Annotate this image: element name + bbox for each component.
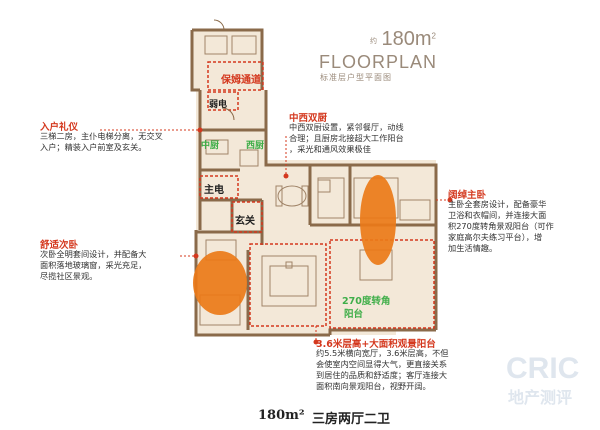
orange-highlights xyxy=(193,175,396,315)
area-prefix: 约 xyxy=(370,37,377,45)
watermark-sub: 地产测评 xyxy=(508,388,573,407)
footer-area: 180m² xyxy=(258,408,305,423)
room-maid-passage: 保姆通道 xyxy=(221,75,261,86)
footer-layout: 三房两厅二卫 xyxy=(312,412,391,427)
area-header: 约 180m2 xyxy=(370,28,436,51)
note-line: 到居住的品质和舒适度；客厅连接大 xyxy=(316,370,448,380)
room-main-elec: 主电 xyxy=(204,185,224,196)
note-body-living-room: 约5.5米横向宽厅，3.6米层高，不但 会使室内空间显得大气，更直接关系 到居住… xyxy=(316,348,506,392)
area-superscript: 2 xyxy=(431,31,436,41)
room-foyer: 玄关 xyxy=(235,216,255,227)
floorplan-subtitle: 标准层户型平面图 xyxy=(320,73,392,82)
note-line: 约5.5米横向宽厅，3.6米层高，不但 xyxy=(316,348,449,358)
note-line: 卫浴和衣帽间，并连接大面 xyxy=(448,210,547,220)
highlight-zones xyxy=(199,61,435,329)
room-corner-balcony-line2: 阳台 xyxy=(344,309,364,320)
room-western-kitchen: 西厨 xyxy=(246,141,265,151)
note-title-second-bedroom: 舒适次卧 xyxy=(40,240,79,251)
room-corner-balcony-line1: 270度转角 xyxy=(342,296,391,307)
note-body-second-bedroom: 次卧全明套间设计，并配备大 面积落地玻璃窗，采光充足， 尽揽社区景观。 xyxy=(40,249,190,282)
watermark-brand: CRIC xyxy=(506,352,580,385)
room-elec-small: 弱电 xyxy=(209,100,228,110)
note-line: 面积南向景观阳台，视野开阔。 xyxy=(316,381,431,391)
note-title-master-bedroom: 阔绰主卧 xyxy=(448,190,487,201)
note-line: 三梯二房，主仆电梯分离，无交叉 xyxy=(40,131,163,141)
note-line: 次卧全明套间设计，并配备大 xyxy=(40,249,147,259)
note-title-entrance: 入户礼仪 xyxy=(40,122,79,133)
note-body-entrance: 三梯二房，主仆电梯分离，无交叉 入户；精装入户前室及玄关。 xyxy=(40,131,200,153)
note-line: 面积落地玻璃窗，采光充足， xyxy=(40,260,147,270)
note-line: 会使室内空间显得大气，更直接关系 xyxy=(316,359,448,369)
note-line: 合理；且厨房北接超大工作阳台 xyxy=(289,133,404,143)
note-line: 尽揽社区景观。 xyxy=(40,271,98,281)
note-body-master-bedroom: 主卧全套房设计，配备豪华 卫浴和衣帽间，并连接大面 积270度转角景观阳台（可作… xyxy=(448,199,596,254)
note-body-kitchens: 中西双厨设置，紧邻餐厅，动线 合理；且厨房北接超大工作阳台 ，采光和通风效果极佳 xyxy=(289,122,454,155)
door-icon xyxy=(213,19,235,121)
note-line: ，采光和通风效果极佳 xyxy=(289,144,371,154)
floorplan-title: FLOORPLAN xyxy=(319,52,438,72)
area-value: 180m xyxy=(381,28,432,50)
note-line: 家庭高尔夫练习平台），增 xyxy=(448,232,543,242)
note-line: 中西双厨设置，紧邻餐厅，动线 xyxy=(289,122,404,132)
note-line: 主卧全套房设计，配备豪华 xyxy=(448,199,547,209)
note-line: 入户；精装入户前室及玄关。 xyxy=(40,142,147,152)
room-chinese-kitchen: 中厨 xyxy=(201,141,220,151)
note-title-kitchens: 中西双厨 xyxy=(289,113,328,124)
connector-lines xyxy=(100,129,450,342)
note-title-living-room: 3.6米层高+大面积观景阳台 xyxy=(316,339,436,350)
note-line: 积270度转角景观阳台（可作 xyxy=(448,221,554,231)
connector-dots xyxy=(193,127,453,345)
note-line: 加生活情趣。 xyxy=(448,243,498,253)
